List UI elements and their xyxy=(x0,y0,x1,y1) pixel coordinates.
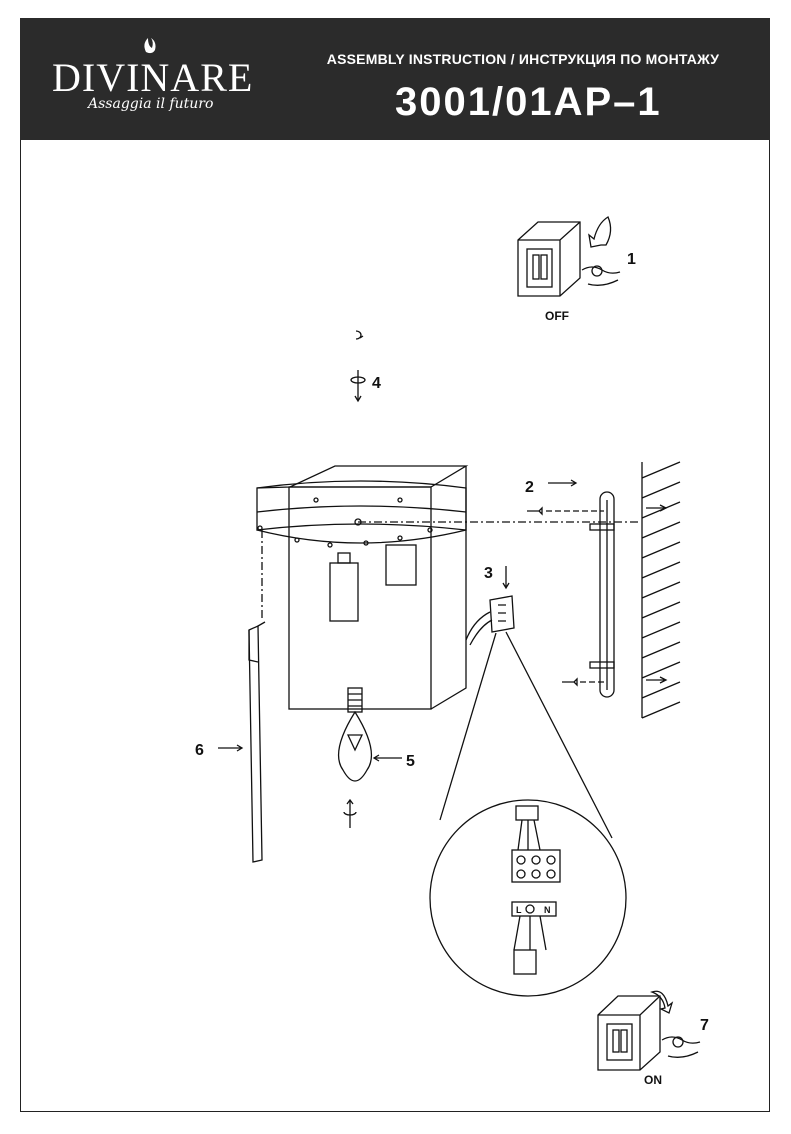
arrow-icon xyxy=(372,754,402,762)
switch-off-label: OFF xyxy=(545,309,569,323)
step-7-label: 7 xyxy=(700,1017,709,1034)
arrow-icon xyxy=(218,744,244,752)
brand-tagline: Assaggia il futuro xyxy=(88,96,214,112)
terminal-n-label: N xyxy=(544,905,551,915)
detail-callout-lines xyxy=(439,631,613,839)
rotate-icon xyxy=(343,798,357,828)
switch-on-icon xyxy=(597,995,701,1071)
step-1-label: 1 xyxy=(627,251,636,268)
header-bar xyxy=(20,18,770,140)
arrow-icon xyxy=(548,479,578,487)
step-3-label: 3 xyxy=(484,565,493,582)
candle-bulb xyxy=(337,687,373,782)
terminal-block xyxy=(465,566,515,646)
model-number: 3001/01AP–1 xyxy=(395,80,662,124)
wall-screw-icon xyxy=(527,504,668,687)
brand-logo: DIVINARE xyxy=(52,55,254,100)
rotate-icon xyxy=(355,330,364,340)
step-2-label: 2 xyxy=(525,479,534,496)
glass-panel xyxy=(248,621,266,863)
press-arrow-icon xyxy=(588,216,612,248)
lamp-body xyxy=(256,465,469,710)
press-arrow-icon xyxy=(650,990,674,1014)
logo-flame-icon xyxy=(144,38,156,54)
switch-off-icon xyxy=(517,221,621,297)
step-5-label: 5 xyxy=(406,753,415,770)
wiring-detail-circle xyxy=(429,799,627,997)
unscrew-icon xyxy=(350,370,366,403)
step-4-label: 4 xyxy=(372,375,381,392)
step-6-label: 6 xyxy=(195,742,204,759)
switch-on-label: ON xyxy=(644,1073,662,1087)
terminal-l-label: L xyxy=(516,905,522,915)
mounting-bracket xyxy=(589,491,615,698)
document-title: ASSEMBLY INSTRUCTION / ИНСТРУКЦИЯ ПО МОН… xyxy=(326,51,720,67)
